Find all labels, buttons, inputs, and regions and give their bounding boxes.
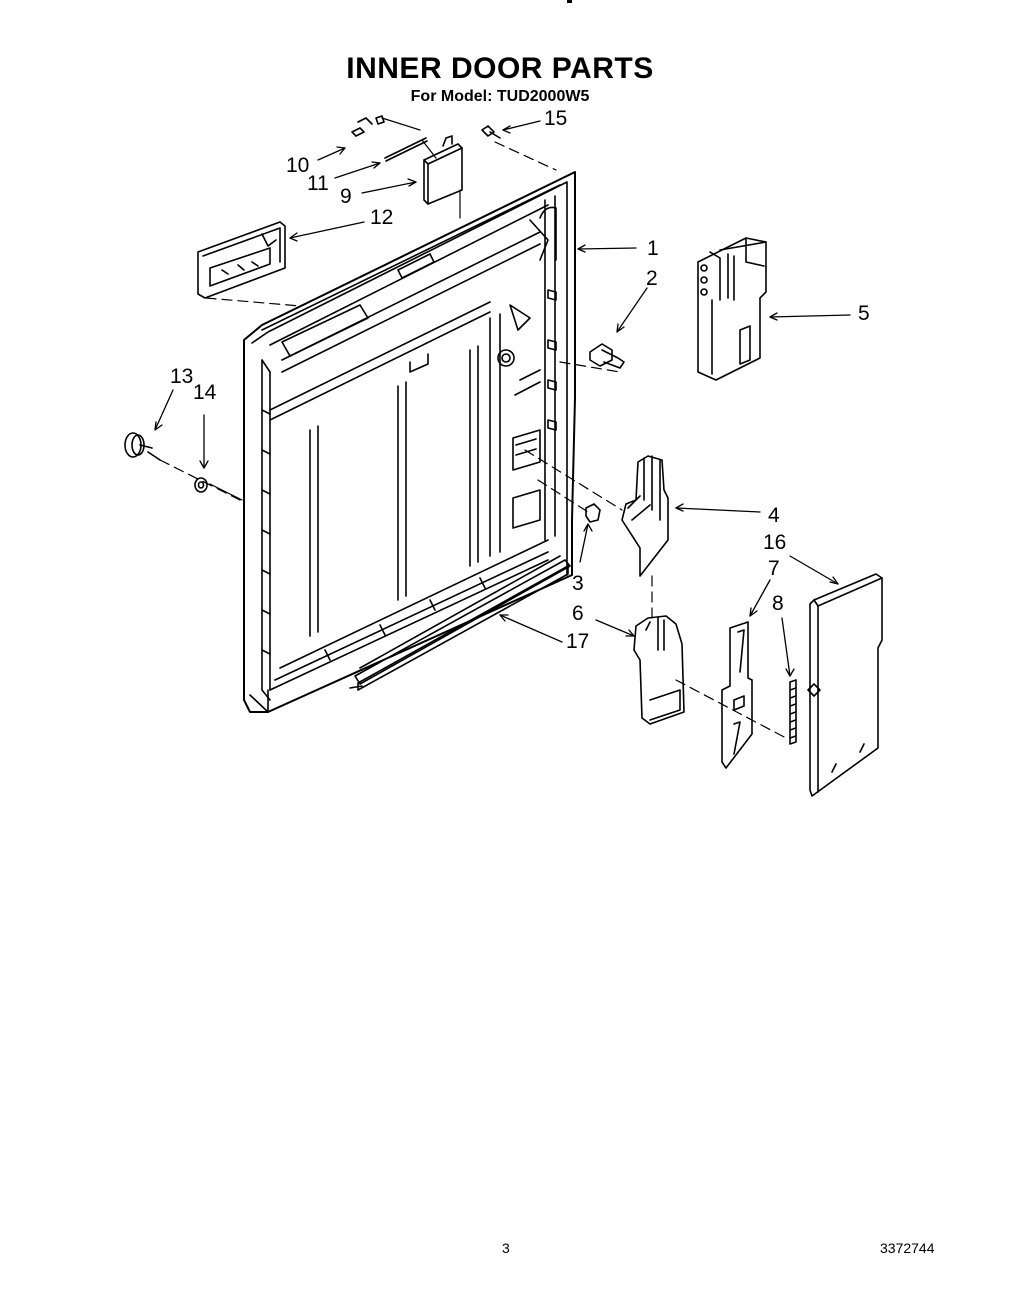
pin-part (384, 137, 427, 159)
callout-7: 7 (768, 557, 780, 580)
inner-door-panel (243, 171, 576, 713)
cover-part (423, 135, 463, 205)
callout-2: 2 (646, 267, 658, 290)
document-number: 3372744 (880, 1240, 935, 1256)
callout-12: 12 (370, 206, 394, 229)
model-subtitle: For Model: TUD2000W5 (410, 88, 590, 105)
callout-14: 14 (193, 381, 217, 404)
latch-assembly-part (621, 455, 669, 577)
callout-1: 1 (647, 237, 659, 260)
callout-13: 13 (170, 365, 194, 388)
slide-plate-part (721, 621, 753, 769)
handle-part (197, 221, 286, 299)
spring-part (789, 679, 797, 745)
callout-4: 4 (768, 504, 780, 527)
callout-16: 16 (763, 531, 787, 554)
page-number: 3 (502, 1240, 510, 1256)
callout-10: 10 (286, 154, 310, 177)
screw-part (481, 125, 501, 139)
top-mark (567, 0, 572, 3)
bottom-trim-strip (349, 555, 571, 691)
callout-9: 9 (340, 185, 352, 208)
latch-bracket-part (633, 615, 685, 725)
hinge-clip-part (351, 115, 385, 137)
callout-17: 17 (566, 630, 590, 653)
page-title: INNER DOOR PARTS (346, 52, 654, 85)
callout-11: 11 (307, 172, 329, 195)
callout-3: 3 (572, 572, 584, 595)
leader-lines (209, 117, 461, 501)
callout-15: 15 (544, 107, 568, 130)
control-housing-part (697, 237, 767, 381)
callout-6: 6 (572, 602, 584, 625)
callout-8: 8 (772, 592, 784, 615)
callout-5: 5 (858, 302, 870, 325)
callout-arrows (154, 120, 851, 677)
plug-part (585, 503, 601, 523)
assembly-lines (159, 141, 787, 739)
washer-part (194, 477, 208, 493)
bumper-part (124, 432, 161, 461)
outer-panel-part (807, 573, 883, 797)
door-clip-part (589, 343, 625, 369)
